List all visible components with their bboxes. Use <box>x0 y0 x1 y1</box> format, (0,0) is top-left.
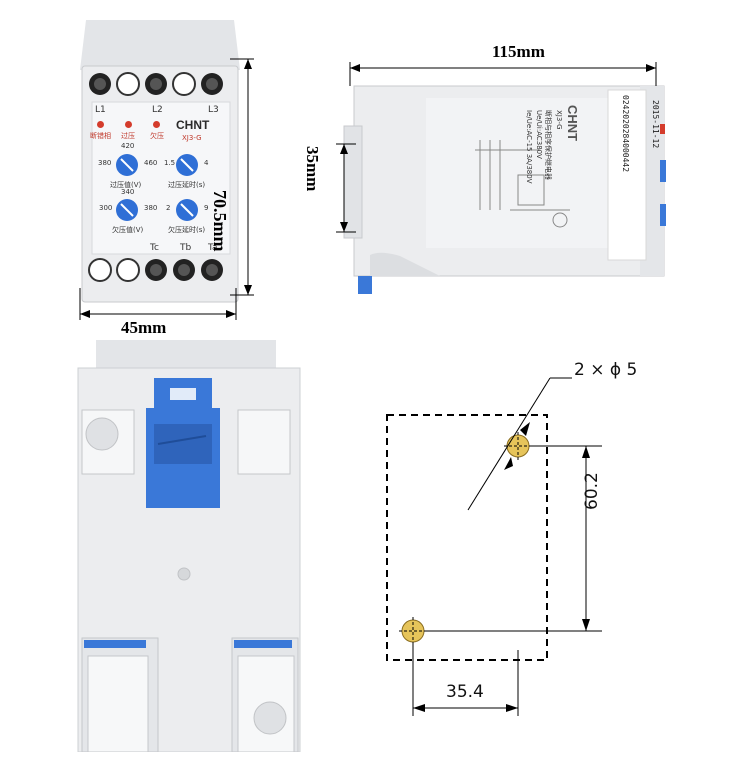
knob-uv-right-value: 380 <box>144 204 158 212</box>
side-label-spec1: Ue/Ui:AC380V <box>535 110 543 159</box>
din-rail-clip[interactable] <box>146 374 220 508</box>
knob-ov-right-value: 460 <box>144 159 158 167</box>
led-label-phase-fault: 断错相 <box>90 132 111 140</box>
front-height-dimension-line <box>230 55 260 300</box>
terminal-label-ta: Ta <box>208 243 218 253</box>
knob-undervoltage-delay[interactable] <box>175 198 199 222</box>
front-bottom-terminals <box>86 256 226 284</box>
knob-ud-left-value: 2 <box>166 204 171 212</box>
mounting-vertical-label: 60.2 <box>582 472 602 510</box>
knob-overvoltage[interactable] <box>115 153 139 177</box>
knob-ud-label: 欠压延时(s) <box>168 226 206 234</box>
side-sticker-date: 2015-11-12 <box>651 100 660 149</box>
knob-od-label: 过压延时(s) <box>168 181 206 189</box>
front-width-dimension-line <box>76 288 246 324</box>
side-height-dimension-line <box>330 140 358 236</box>
side-sticker-serial: 0242020284000442 <box>621 95 630 173</box>
front-brand-logo: CHNT <box>176 118 210 132</box>
knob-ov-label: 过压值(V) <box>110 181 142 189</box>
side-length-dimension-line <box>346 58 666 88</box>
phase-label-l3: L3 <box>208 105 219 115</box>
led-phase-fault <box>97 121 104 128</box>
led-undervoltage <box>153 121 160 128</box>
mounting-drawing <box>370 350 740 730</box>
led-label-undervoltage: 欠压 <box>150 132 164 140</box>
led-overvoltage <box>125 121 132 128</box>
front-top-terminals <box>86 70 226 98</box>
side-length-label: 115mm <box>492 42 545 61</box>
knob-uv-label: 欠压值(V) <box>112 226 144 234</box>
phase-label-l1: L1 <box>95 105 106 115</box>
knob-undervoltage[interactable] <box>115 198 139 222</box>
side-view <box>340 80 680 300</box>
front-height-label: 70.5mm <box>210 190 230 252</box>
mounting-horizontal-label: 35.4 <box>446 682 484 702</box>
knob-od-left-value: 1.5 <box>164 159 176 167</box>
knob-uv-top-value: 340 <box>121 188 135 196</box>
knob-ov-top-value: 420 <box>121 142 135 150</box>
phase-label-l2: L2 <box>152 105 163 115</box>
side-label-spec2: Ie/Ue:AC-15 3A/380V <box>525 110 533 184</box>
knob-overvoltage-delay[interactable] <box>175 153 199 177</box>
side-label-product: 断相与相序保护继电器 <box>544 110 552 180</box>
side-height-label: 35mm <box>303 146 322 192</box>
front-width-label: 45mm <box>121 318 167 337</box>
knob-od-right-value: 4 <box>204 159 209 167</box>
led-label-overvoltage: 过压 <box>121 132 135 140</box>
mounting-holes-label: 2 × ϕ 5 <box>574 360 638 380</box>
front-view <box>68 14 268 314</box>
knob-ud-right-value: 9 <box>204 204 209 212</box>
front-model: XJ3-G <box>182 134 202 142</box>
knob-ov-left-value: 380 <box>98 159 112 167</box>
side-label-model: XJ3-G <box>555 110 563 130</box>
knob-uv-left-value: 300 <box>99 204 113 212</box>
terminal-label-tc: Tc <box>150 243 159 253</box>
side-label-brand: CHNT <box>565 105 580 142</box>
terminal-label-tb: Tb <box>180 243 192 253</box>
